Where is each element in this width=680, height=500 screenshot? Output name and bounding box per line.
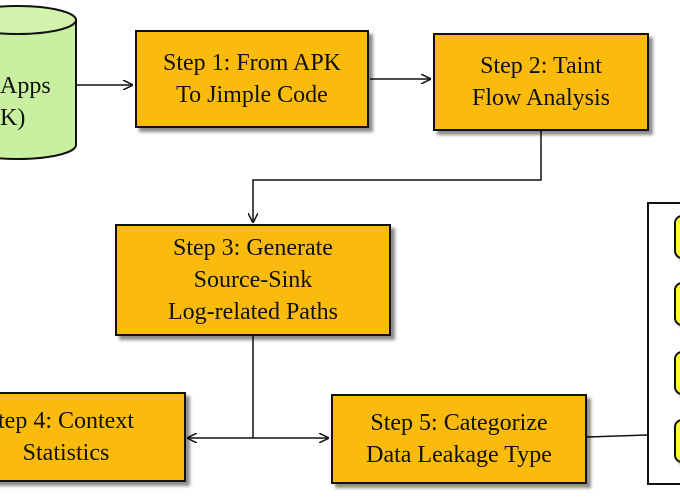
cylinder-body xyxy=(0,19,77,160)
leakage-type-item xyxy=(674,419,680,463)
step4-box: tep 4: Context Statistics xyxy=(0,392,186,482)
apk-database-cylinder xyxy=(0,5,77,160)
leakage-type-item xyxy=(674,351,680,395)
leakage-type-item xyxy=(674,215,680,259)
step5-box: Step 5: Categorize Data Leakage Type xyxy=(331,394,587,484)
step2-box: Step 2: Taint Flow Analysis xyxy=(433,33,649,131)
connector-step5-to-panel xyxy=(586,434,648,438)
arrow-step2-to-step3 xyxy=(253,131,542,222)
leakage-type-item xyxy=(674,282,680,326)
database-label: Apps K) xyxy=(0,73,51,131)
step3-box: Step 3: Generate Source-Sink Log-related… xyxy=(115,224,391,336)
step1-box: Step 1: From APK To Jimple Code xyxy=(135,30,369,128)
cylinder-top xyxy=(0,5,77,35)
